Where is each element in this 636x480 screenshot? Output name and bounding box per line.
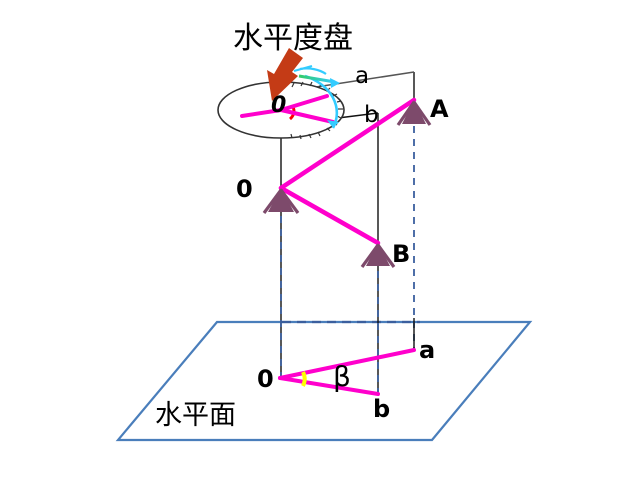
label-ground-a: a bbox=[419, 336, 435, 364]
label-upper-b: b bbox=[364, 102, 379, 128]
line-to-b bbox=[337, 112, 379, 119]
ground-line-0-to-b bbox=[278, 376, 380, 396]
dashed-projection-lines bbox=[280, 100, 415, 394]
dial-pointer-arrow bbox=[267, 48, 303, 101]
ground-angle-arc bbox=[301, 371, 307, 387]
dial-rotation-arrowhead bbox=[327, 120, 339, 128]
label-beta-angle: β bbox=[333, 360, 351, 393]
label-ground-b: b bbox=[373, 395, 390, 423]
tripod-marker-0 bbox=[262, 188, 300, 214]
label-station-0: 0 bbox=[236, 175, 253, 203]
sight-lines-3d bbox=[278, 97, 417, 246]
horizontal-dial bbox=[217, 64, 345, 140]
dial-top-tick bbox=[293, 64, 313, 73]
horizontal-plane-outline bbox=[115, 320, 533, 442]
label-station-B: B bbox=[392, 240, 410, 268]
dial-pointer-arrowhead bbox=[330, 78, 340, 88]
dial-pointer-line bbox=[298, 74, 336, 84]
plane-title: 水平面 bbox=[155, 400, 236, 431]
dial-title: 水平度盘 bbox=[233, 21, 353, 56]
sight-line-0-to-A bbox=[278, 97, 417, 191]
line-to-a bbox=[302, 71, 415, 90]
station-markers bbox=[262, 100, 432, 268]
horizontal-plane bbox=[115, 320, 533, 442]
dial-rays bbox=[240, 94, 335, 124]
tripod-marker-B bbox=[360, 243, 396, 268]
tripod-marker-A bbox=[396, 100, 432, 126]
sight-line-0-to-B bbox=[278, 185, 381, 246]
label-station-A: A bbox=[430, 95, 449, 123]
label-upper-a: a bbox=[355, 63, 369, 89]
upper-frame bbox=[302, 71, 415, 119]
label-dial-center: 0 bbox=[271, 93, 286, 118]
label-ground-0: 0 bbox=[257, 365, 274, 393]
